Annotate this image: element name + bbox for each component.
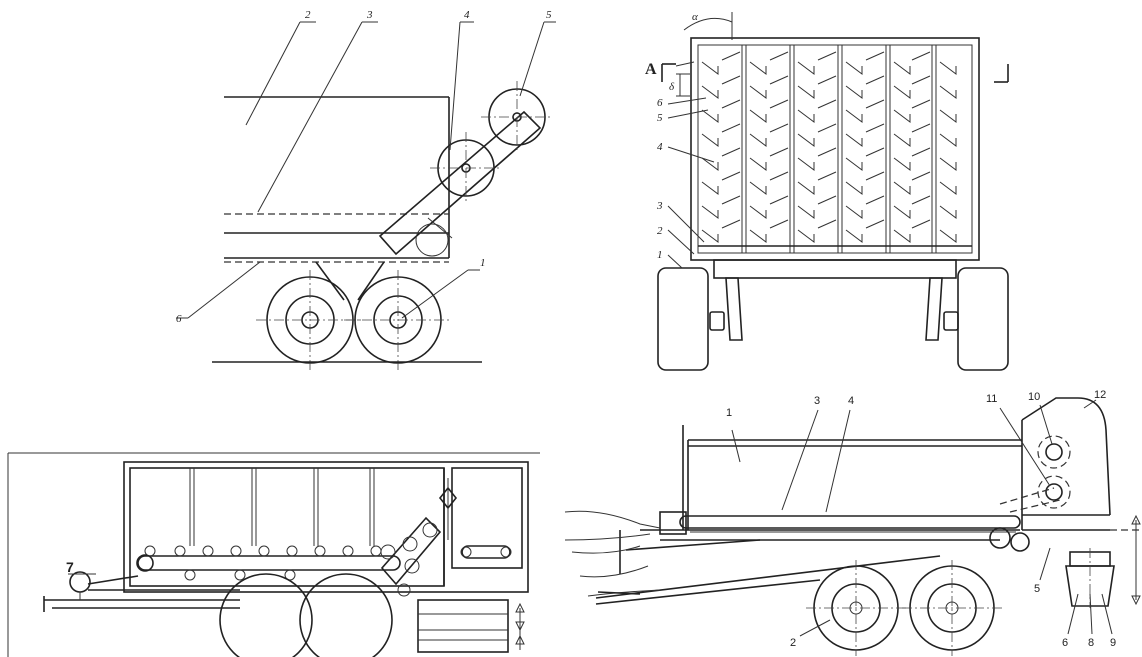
upper-beater <box>1045 443 1063 461</box>
axle-support-right <box>925 277 943 341</box>
wheel-rear <box>902 560 1002 656</box>
rear-compartment <box>451 467 523 569</box>
beater-shafts <box>741 45 937 253</box>
spreader-arm <box>378 110 542 256</box>
label-tr-1: 1 <box>657 249 663 261</box>
wheel-rear <box>299 573 393 657</box>
wheel-right <box>957 267 1009 371</box>
label-tr-alpha: α <box>692 11 698 23</box>
label-tl-3: 3 <box>366 9 373 21</box>
label-tr-A: A <box>645 61 657 78</box>
hose-1 <box>564 510 661 529</box>
label-br-10: 10 <box>1028 391 1040 403</box>
axle-support-left <box>725 277 743 341</box>
label-br-11: 11 <box>986 393 997 405</box>
label-tr-3: 3 <box>656 200 663 212</box>
panel-bottom-right-side-view: 1 3 4 11 10 12 2 5 6 8 9 <box>564 389 1141 656</box>
label-br-9: 9 <box>1110 637 1116 649</box>
conveyor-rollers <box>144 545 382 581</box>
body-inner-frame <box>697 44 973 254</box>
beater-teeth <box>701 51 957 243</box>
lift-conveyor <box>380 516 442 586</box>
panel-bottom-left-side-view: 7 <box>7 452 540 657</box>
spinner-cone <box>1065 565 1115 607</box>
label-tl-6: 6 <box>176 313 182 325</box>
drive-sprocket <box>989 527 1011 549</box>
label-tl-1: 1 <box>480 257 486 269</box>
label-bl-7: 7 <box>66 559 74 575</box>
arm-lower-roller <box>415 223 449 257</box>
label-tl-2: 2 <box>305 9 311 21</box>
label-br-8: 8 <box>1088 637 1094 649</box>
label-tr-5: 5 <box>657 112 663 124</box>
label-tl-4: 4 <box>464 9 470 21</box>
label-br-5: 5 <box>1034 583 1040 595</box>
wheel-rear <box>344 270 452 372</box>
panel-top-left-side-view: 2 3 4 5 6 1 <box>176 9 556 372</box>
label-tr-4: 4 <box>657 141 663 153</box>
body-outer <box>123 461 529 593</box>
panel-top-right-rear-view: α A δ 6 5 4 3 2 1 <box>645 11 1009 371</box>
lower-beater <box>1045 483 1063 501</box>
label-br-4: 4 <box>848 395 854 407</box>
label-br-3: 3 <box>814 395 820 407</box>
body-posts <box>189 468 375 546</box>
label-br-12: 12 <box>1094 389 1106 401</box>
label-br-1: 1 <box>726 407 732 419</box>
label-tr-6: 6 <box>657 97 663 109</box>
wheel-front <box>256 270 364 372</box>
discharge-hopper <box>417 599 509 653</box>
label-br-6: 6 <box>1062 637 1068 649</box>
rear-belt <box>461 545 511 559</box>
hose-2 <box>564 533 651 541</box>
wheel-front <box>219 573 313 657</box>
hub-left <box>709 311 725 331</box>
label-tr-delta: δ <box>669 81 675 93</box>
chassis-beam <box>713 259 957 279</box>
floor-conveyor <box>679 515 1021 529</box>
wheel-front <box>806 560 906 656</box>
label-tr-2: 2 <box>657 225 663 237</box>
wheel-left <box>657 267 709 371</box>
floor-conveyor <box>137 555 401 571</box>
rear-hood <box>1021 397 1111 516</box>
alpha-arc <box>683 17 733 31</box>
label-tl-5: 5 <box>546 9 552 21</box>
label-br-2: 2 <box>790 637 796 649</box>
jack-wheel <box>69 571 91 593</box>
hub-right <box>943 311 959 331</box>
